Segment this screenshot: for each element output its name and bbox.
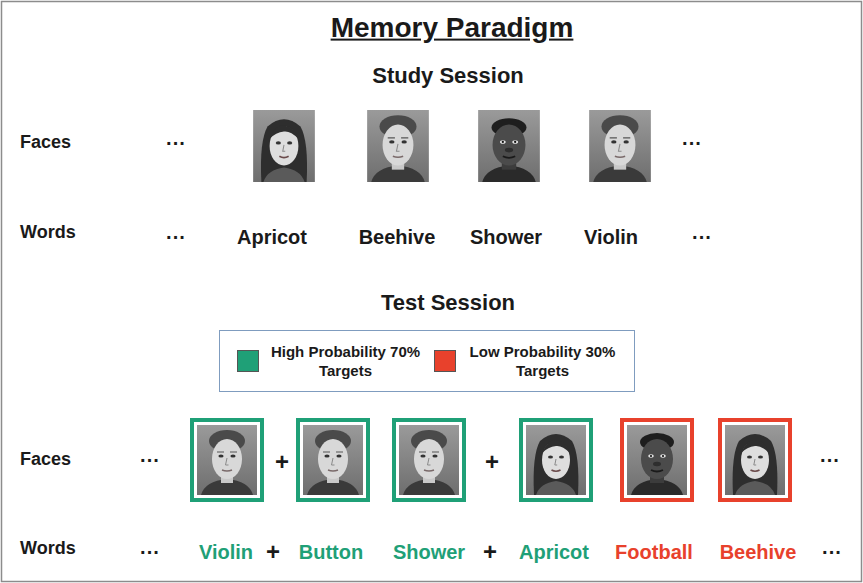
- test-faces: [192, 420, 790, 500]
- ellipsis-mark: ···: [166, 226, 186, 248]
- study-word: Violin: [584, 226, 638, 248]
- face-photo: [367, 110, 429, 182]
- face-photo: [526, 425, 586, 495]
- ellipsis-mark: ···: [682, 132, 702, 154]
- target-word: Violin: [199, 541, 253, 563]
- face-photo: [478, 110, 540, 182]
- target-word: Apricot: [519, 541, 589, 563]
- study-word: Apricot: [237, 226, 307, 248]
- row-label: Faces: [20, 450, 71, 470]
- face-photo: [197, 425, 257, 495]
- legend-text: High Probability 70% Targets: [271, 342, 421, 381]
- diagram-title: Memory Paradigm: [331, 13, 574, 44]
- legend-entry: High Probability 70% Targets: [237, 342, 421, 381]
- study-word: Shower: [470, 226, 542, 248]
- ellipsis-mark: ···: [822, 541, 842, 563]
- face-photo: [399, 425, 459, 495]
- face-photo: [303, 425, 363, 495]
- ellipsis-mark: ···: [140, 449, 160, 471]
- target-word: Shower: [393, 541, 465, 563]
- target-frame: [192, 420, 262, 500]
- target-word: Button: [299, 541, 363, 563]
- lure-word: Football: [615, 541, 693, 563]
- face-photo: [589, 110, 651, 182]
- face-photo: [627, 425, 687, 495]
- study-word: Beehive: [359, 226, 436, 248]
- target-frame: [394, 420, 464, 500]
- legend-box: High Probability 70% Targets Low Probabil…: [219, 330, 635, 392]
- fixation-cross: +: [266, 539, 280, 565]
- row-label: Faces: [20, 133, 71, 153]
- face-photo: [725, 425, 785, 495]
- study-faces: [253, 110, 651, 182]
- row-label: Words: [20, 223, 76, 243]
- face-photo: [253, 110, 315, 182]
- lure-frame: [622, 420, 692, 500]
- ellipsis-mark: ···: [166, 132, 186, 154]
- fixation-cross: +: [485, 449, 499, 475]
- ellipsis-mark: ···: [820, 449, 840, 471]
- lure-word: Beehive: [720, 541, 797, 563]
- legend-swatch: [434, 350, 456, 372]
- target-frame: [521, 420, 591, 500]
- ellipsis-mark: ···: [140, 541, 160, 563]
- legend-entry: Low Probability 30% Targets: [434, 342, 618, 381]
- fixation-cross: +: [483, 539, 497, 565]
- session-heading: Study Session: [372, 64, 524, 88]
- legend-swatch: [237, 350, 259, 372]
- row-label: Words: [20, 539, 76, 559]
- legend-text: Low Probability 30% Targets: [468, 342, 618, 381]
- fixation-cross: +: [275, 449, 289, 475]
- target-frame: [298, 420, 368, 500]
- session-heading: Test Session: [381, 291, 515, 315]
- lure-frame: [720, 420, 790, 500]
- ellipsis-mark: ···: [692, 226, 712, 248]
